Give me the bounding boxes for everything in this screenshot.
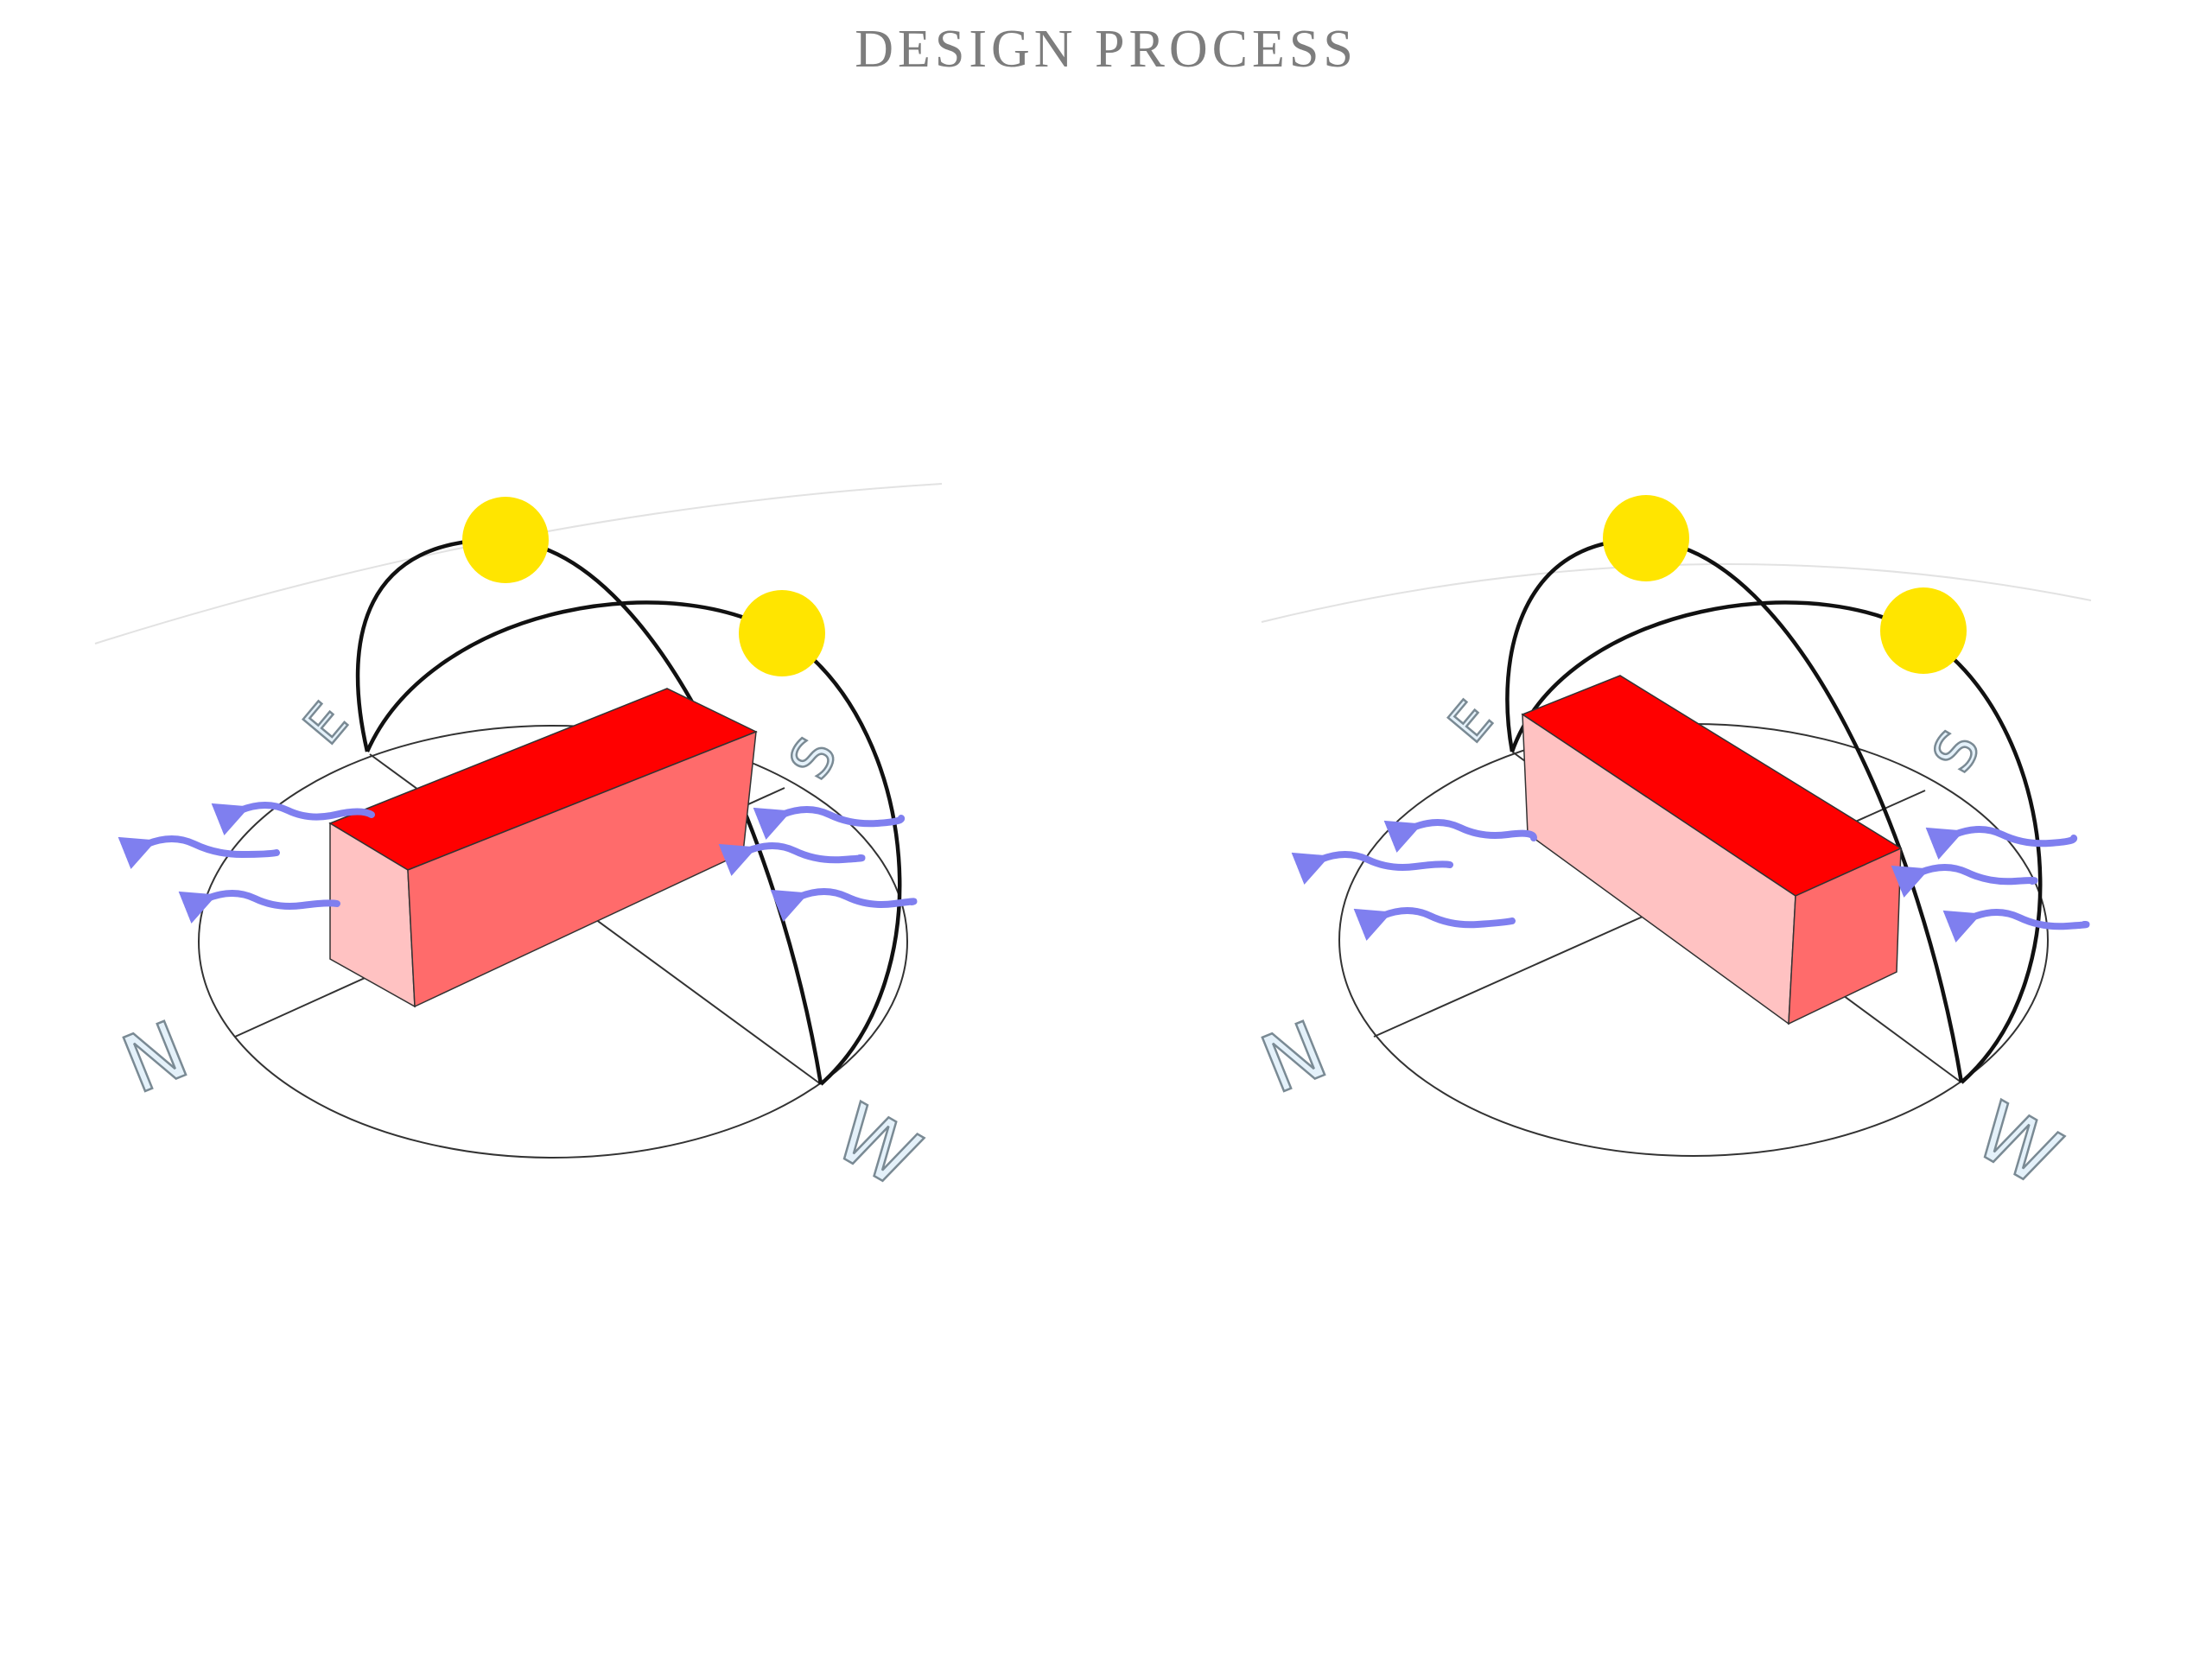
sun-icon bbox=[1880, 587, 1967, 674]
wind-arrow-icon bbox=[178, 890, 340, 924]
compass-letter-east: E bbox=[292, 692, 359, 756]
diagram-right: N E S W bbox=[1249, 495, 2092, 1205]
wind-arrow-icon bbox=[1353, 907, 1516, 941]
wind-arrow-icon bbox=[211, 802, 375, 835]
diagram-left: N E S W bbox=[94, 483, 943, 1207]
wind-arrow-icon bbox=[1925, 826, 2078, 860]
mass-end-face bbox=[1788, 847, 1902, 1025]
sun-icon bbox=[1603, 495, 1689, 581]
compass-letter-east: E bbox=[1437, 690, 1504, 754]
wind-arrow-icon bbox=[1383, 819, 1537, 853]
compass-letter-west: W bbox=[820, 1087, 934, 1206]
wind-arrow-icon bbox=[770, 888, 918, 922]
wind-arrows-right-enter bbox=[1891, 826, 2090, 943]
wind-arrows-right-exit bbox=[1291, 819, 1537, 941]
wind-arrow-icon bbox=[718, 842, 866, 876]
page-title: DESIGN PROCESS bbox=[855, 20, 1357, 79]
sun-icon bbox=[739, 590, 825, 676]
building-mass bbox=[1521, 675, 1903, 1025]
compass-letter-south: S bbox=[1921, 721, 1993, 783]
wind-arrow-icon bbox=[118, 835, 280, 869]
compass-letter-north: N bbox=[111, 1004, 200, 1112]
ground-circle bbox=[198, 725, 908, 1159]
wind-arrows-left-enter bbox=[718, 806, 918, 922]
sun-path-winter bbox=[355, 537, 823, 1085]
sun-icon bbox=[462, 497, 549, 583]
building-mass bbox=[328, 688, 758, 1008]
compass-letter-north: N bbox=[1249, 1004, 1339, 1112]
compass-letter-west: W bbox=[1961, 1085, 2075, 1204]
wind-arrow-icon bbox=[1942, 909, 2090, 943]
wind-arrow-icon bbox=[1891, 864, 2038, 898]
wind-arrow-icon bbox=[1291, 851, 1453, 885]
wind-arrow-icon bbox=[753, 806, 906, 840]
horizon-line bbox=[1261, 563, 2092, 623]
wind-arrows-left-exit bbox=[118, 802, 375, 924]
